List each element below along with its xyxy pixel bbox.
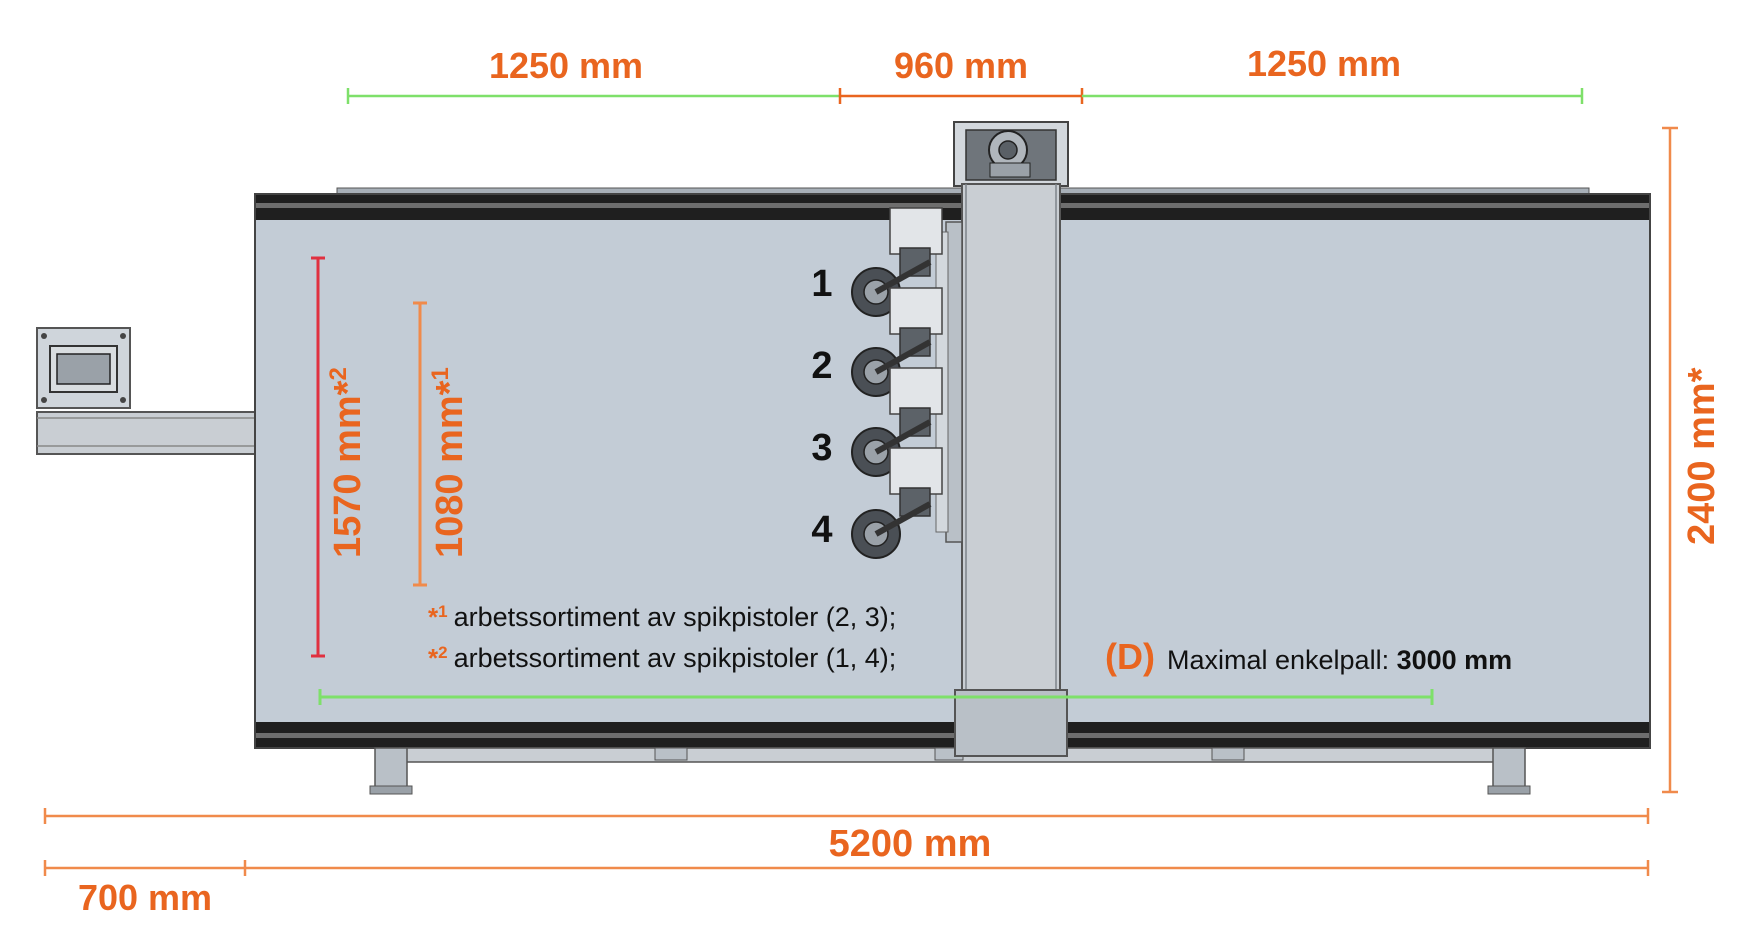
footnote-1-sup: 1 — [438, 602, 447, 621]
gantry — [953, 121, 1069, 757]
dim-range-1570-mark: * — [327, 380, 369, 395]
footnote-2-text: arbetssortiment av spikpistoler (1, 4); — [454, 643, 897, 673]
pallet-text: Maximal enkelpall: — [1167, 645, 1397, 675]
footnote-1: *1 arbetssortiment av spikpistoler (2, 3)… — [428, 602, 896, 632]
nailer-number-2: 2 — [811, 345, 832, 387]
dim-top-right: 1250 mm — [1247, 43, 1401, 84]
dim-height-right: 2400 mm* — [1681, 367, 1723, 545]
dim-range-1080-mark: * — [429, 380, 471, 395]
dim-range-1570-value: 1570 mm — [327, 395, 369, 558]
max-pallet-line — [318, 689, 1434, 705]
nail-gun-2 — [851, 287, 943, 397]
dim-total-width: 5200 mm — [829, 823, 992, 865]
pallet-value: 3000 mm — [1397, 645, 1513, 675]
total-width-line — [43, 808, 1650, 824]
nail-gun-3 — [851, 367, 943, 477]
range-1080-line — [413, 301, 427, 587]
panel-offset-line — [43, 860, 1650, 876]
footnote-1-mark: * — [428, 602, 439, 632]
dim-top-center: 960 mm — [894, 45, 1028, 86]
nailer-number-3: 3 — [811, 427, 832, 469]
dim-panel-offset: 700 mm — [78, 877, 212, 918]
dim-range-1570: 1570 mm*2 — [325, 367, 369, 558]
height-dimension-line — [1662, 126, 1678, 794]
nailer-number-4: 4 — [811, 509, 832, 551]
dim-range-1080: 1080 mm*1 — [427, 367, 471, 558]
nailer-number-1: 1 — [811, 263, 832, 305]
pallet-marker: (D) — [1105, 636, 1155, 677]
control-panel — [36, 327, 256, 455]
nail-gun-1 — [851, 207, 943, 317]
dim-range-1080-value: 1080 mm — [429, 395, 471, 558]
nail-gun-4 — [851, 447, 943, 559]
footnote-2: *2 arbetssortiment av spikpistoler (1, 4)… — [428, 643, 896, 673]
dim-range-1080-sup: 1 — [427, 367, 454, 380]
screen-icon — [56, 353, 111, 385]
top-dimension-lines — [346, 88, 1584, 104]
footnote-1-text: arbetssortiment av spikpistoler (2, 3); — [454, 602, 897, 632]
footnote-2-mark: * — [428, 643, 439, 673]
machine-legs — [369, 747, 1531, 795]
dim-range-1570-sup: 2 — [325, 367, 352, 380]
range-1570-line — [311, 256, 325, 658]
footnote-2-sup: 2 — [438, 643, 447, 662]
dim-top-left: 1250 mm — [489, 45, 643, 86]
max-pallet-label: (D) Maximal enkelpall: 3000 mm — [1105, 636, 1512, 677]
